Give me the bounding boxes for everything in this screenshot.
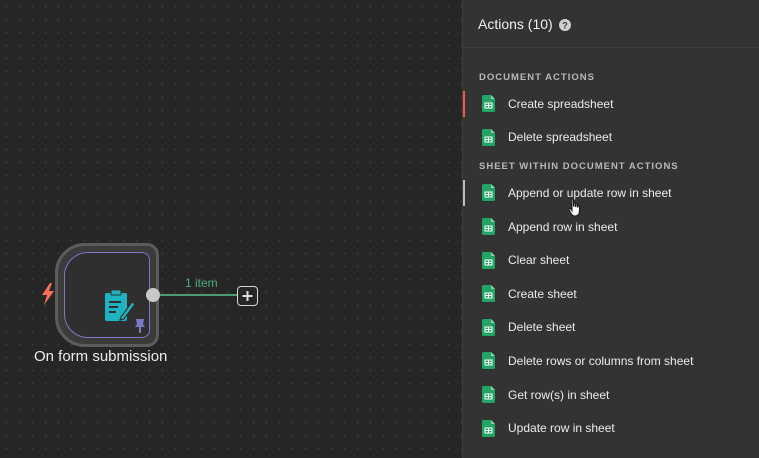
section-heading-document-actions: DOCUMENT ACTIONS <box>479 71 595 83</box>
node-body <box>64 252 150 338</box>
action-label: Create spreadsheet <box>508 96 614 111</box>
action-append-or-update-row[interactable]: Append or update row in sheet <box>463 176 759 210</box>
lightning-bolt-icon <box>42 283 54 305</box>
action-label: Clear sheet <box>508 253 570 268</box>
google-sheets-icon <box>482 386 495 404</box>
action-update-row[interactable]: Update row in sheet <box>463 411 759 445</box>
hand-pointer-cursor-icon <box>568 198 580 217</box>
google-sheets-icon <box>482 184 495 202</box>
action-get-rows[interactable]: Get row(s) in sheet <box>463 378 759 412</box>
action-label: Create sheet <box>508 286 577 301</box>
workflow-canvas[interactable]: 1 item On form submission <box>0 0 462 458</box>
action-delete-rows-or-columns[interactable]: Delete rows or columns from sheet <box>463 344 759 378</box>
action-create-spreadsheet[interactable]: Create spreadsheet <box>463 87 759 121</box>
help-icon[interactable]: ? <box>558 19 571 31</box>
action-label: Append row in sheet <box>508 219 618 234</box>
google-sheets-icon <box>482 128 495 146</box>
item-count-label: 1 item <box>185 276 218 290</box>
node-label: On form submission <box>34 348 168 365</box>
plus-icon <box>242 291 253 301</box>
action-delete-sheet[interactable]: Delete sheet <box>463 311 759 345</box>
action-label: Delete rows or columns from sheet <box>508 353 694 368</box>
action-label: Delete spreadsheet <box>508 130 613 145</box>
panel-title: Actions (10) <box>478 16 553 32</box>
google-sheets-icon <box>482 352 495 370</box>
google-sheets-icon <box>482 95 495 113</box>
google-sheets-icon <box>482 218 495 236</box>
svg-text:?: ? <box>562 20 568 30</box>
action-label: Append or update row in sheet <box>508 185 672 200</box>
action-label: Delete sheet <box>508 320 576 335</box>
connection-line <box>160 294 238 296</box>
output-handle[interactable] <box>146 288 160 302</box>
action-label: Get row(s) in sheet <box>508 387 610 402</box>
actions-panel: Actions (10) ? DOCUMENT ACTIONS Create s… <box>462 0 759 458</box>
action-clear-sheet[interactable]: Clear sheet <box>463 243 759 277</box>
action-label: Update row in sheet <box>508 421 615 436</box>
form-trigger-node[interactable] <box>55 243 159 347</box>
google-sheets-icon <box>482 318 495 336</box>
action-create-sheet[interactable]: Create sheet <box>463 277 759 311</box>
pin-icon[interactable] <box>133 318 147 334</box>
google-sheets-icon <box>482 285 495 303</box>
section-heading-sheet-actions: SHEET WITHIN DOCUMENT ACTIONS <box>479 160 679 172</box>
panel-header: Actions (10) ? <box>463 0 759 48</box>
form-document-icon <box>105 289 136 321</box>
google-sheets-icon <box>482 419 495 437</box>
add-node-button[interactable] <box>237 286 258 306</box>
action-append-row[interactable]: Append row in sheet <box>463 210 759 244</box>
google-sheets-icon <box>482 251 495 269</box>
action-delete-spreadsheet[interactable]: Delete spreadsheet <box>463 121 759 155</box>
